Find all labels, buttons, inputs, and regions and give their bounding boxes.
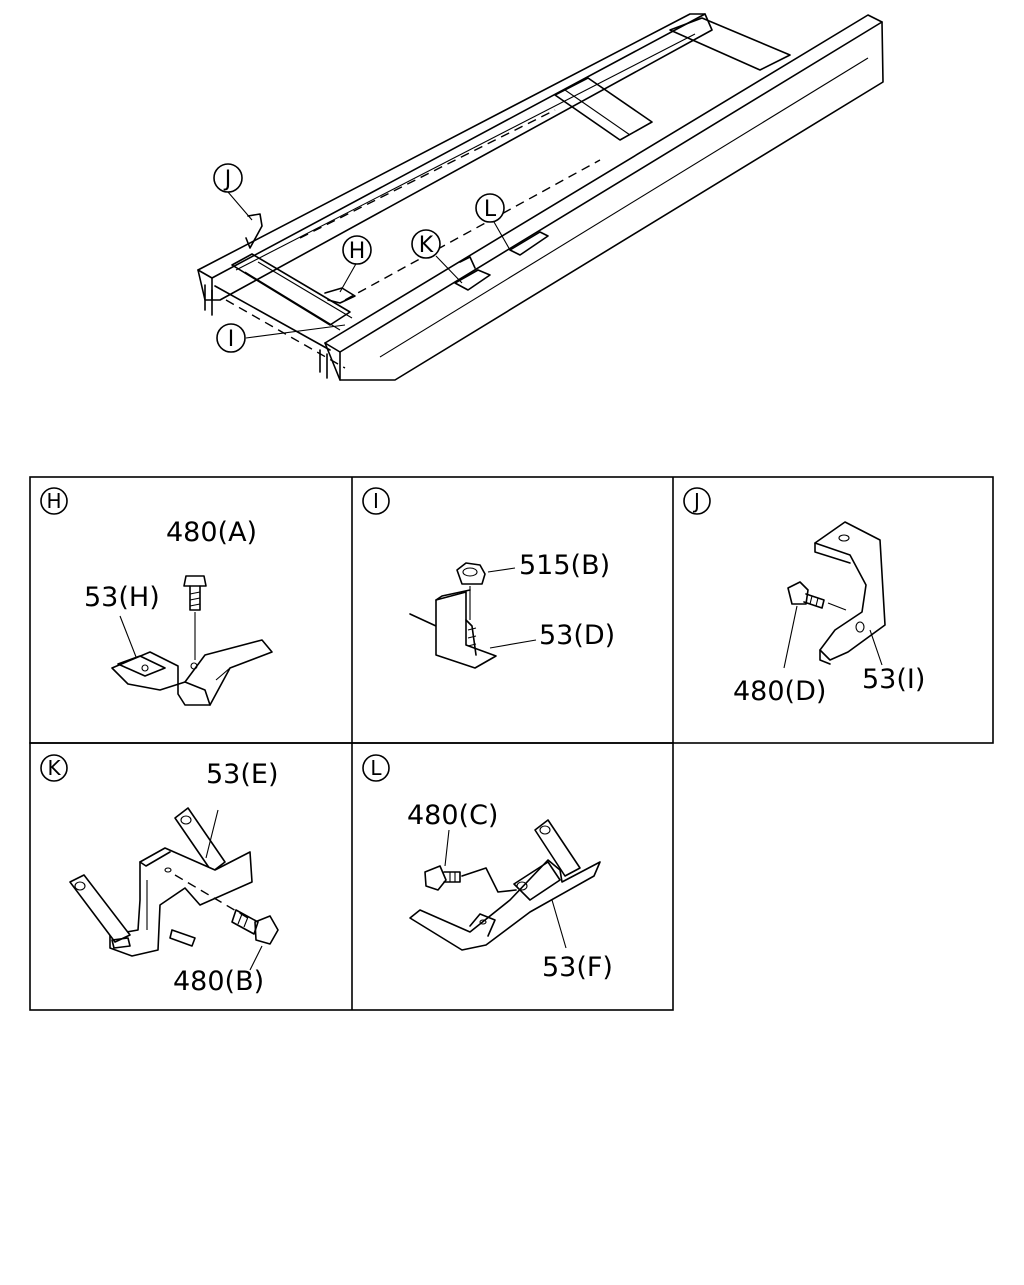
panel-j-label-bracket: 53(I) <box>862 664 925 695</box>
nut-icon <box>456 562 486 585</box>
panel-k-label-bolt: 480(B) <box>173 966 264 997</box>
bolt-icon <box>787 581 825 609</box>
bolt-icon <box>424 865 461 891</box>
bracket-53i-icon <box>814 521 886 665</box>
panel-j-label-bolt: 480(D) <box>733 676 826 707</box>
bracket-53f-icon <box>409 819 601 951</box>
callout-h: H <box>342 235 372 265</box>
svg-text:I: I <box>228 327 235 352</box>
bolt-icon <box>183 575 207 611</box>
panel-l-id: L <box>370 756 382 780</box>
panel-i-label-bracket: 53(D) <box>539 620 615 651</box>
panel-i-id: I <box>373 489 379 513</box>
svg-text:L: L <box>484 197 497 222</box>
bracket-53e-icon <box>69 807 253 957</box>
bracket-53h-icon <box>111 639 273 706</box>
detail-panel-j: J 480(D) 53(I) <box>683 487 925 707</box>
panel-l-label-bracket: 53(F) <box>542 952 613 983</box>
bolt-icon <box>231 909 279 945</box>
detail-panel-l: L 480(C) 53(F) <box>362 754 613 983</box>
callout-j: J <box>213 163 243 193</box>
svg-text:K: K <box>419 233 434 258</box>
panel-j-id: J <box>692 489 700 513</box>
svg-text:J: J <box>223 167 232 192</box>
detail-panel-h: H 480(A) 53(H) <box>40 487 273 706</box>
svg-text:H: H <box>349 239 366 264</box>
panel-k-id: K <box>47 756 61 780</box>
detail-grid-frame <box>29 476 994 1011</box>
bracket-53d-icon <box>409 589 497 669</box>
panel-k-label-bracket: 53(E) <box>206 759 278 790</box>
panel-h-label-bolt: 480(A) <box>166 517 257 548</box>
panel-h-id: H <box>46 489 61 513</box>
detail-panel-k: K 53(E) 480(B) <box>40 754 279 997</box>
callout-k: K <box>411 229 441 259</box>
callout-l: L <box>475 193 505 223</box>
panel-i-label-nut: 515(B) <box>519 550 610 581</box>
detail-panel-i: I 515(B) 53(D) <box>362 487 615 669</box>
chassis-frame-overview <box>197 13 884 381</box>
panel-l-label-bolt: 480(C) <box>407 800 498 831</box>
callout-i: I <box>216 323 246 353</box>
panel-h-label-bracket: 53(H) <box>84 582 160 613</box>
